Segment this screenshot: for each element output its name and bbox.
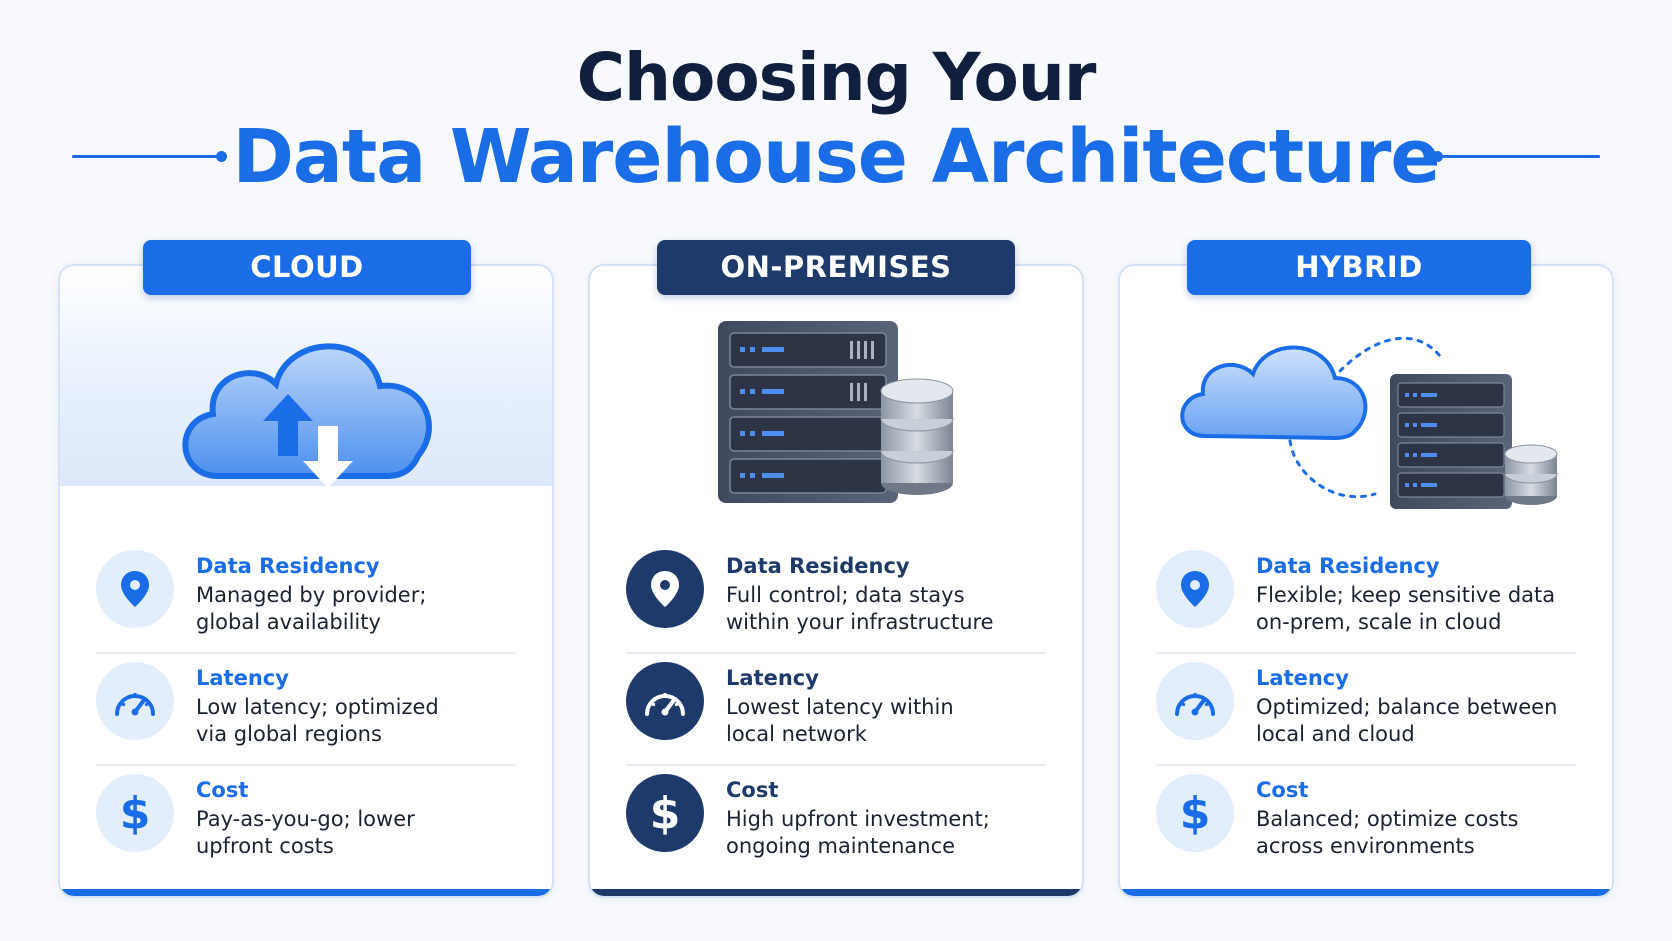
cloud-data-residency-label: Data Residency [196, 554, 380, 578]
title-line-2: Data Warehouse Architecture [232, 114, 1440, 200]
tab-on-premises: ON-PREMISES [657, 240, 1015, 295]
desc-line: global availability [196, 610, 381, 634]
divider [96, 652, 516, 654]
hybrid-latency-label: Latency [1256, 666, 1349, 690]
location-pin-icon [1156, 550, 1234, 628]
title-decoration-right [1440, 155, 1600, 158]
location-pin-icon [626, 550, 704, 628]
cloud-data-residency-desc: Managed by provider; global availability [196, 582, 516, 636]
title-line-1: Choosing Your [576, 39, 1097, 116]
desc-line: Balanced; optimize costs [1256, 807, 1519, 831]
desc-line: local network [726, 722, 867, 746]
desc-line: across environments [1256, 834, 1475, 858]
desc-line: via global regions [196, 722, 382, 746]
cloud-upload-download-icon [182, 343, 432, 488]
onprem-row-latency: Latency Lowest latency within local netw… [626, 662, 1046, 758]
cloud-latency-desc: Low latency; optimized via global region… [196, 694, 516, 748]
onprem-latency-desc: Lowest latency within local network [726, 694, 1046, 748]
desc-line: upfront costs [196, 834, 334, 858]
hybrid-row-latency: Latency Optimized; balance between local… [1156, 662, 1576, 758]
desc-line: Optimized; balance between [1256, 695, 1558, 719]
server-rack-database-icon [718, 321, 954, 503]
title-decoration-left-dot [216, 151, 227, 162]
onprem-data-residency-label: Data Residency [726, 554, 910, 578]
desc-line: High upfront investment; [726, 807, 990, 831]
speedometer-icon [626, 662, 704, 740]
dollar-icon: $ [96, 774, 174, 852]
speedometer-icon [96, 662, 174, 740]
cloud-latency-label: Latency [196, 666, 289, 690]
speedometer-icon [1156, 662, 1234, 740]
hybrid-data-residency-desc: Flexible; keep sensitive data on-prem, s… [1256, 582, 1576, 636]
cloud-row-cost: $ Cost Pay-as-you-go; lower upfront cost… [96, 774, 516, 870]
desc-line: Pay-as-you-go; lower [196, 807, 415, 831]
card-cloud: Data Residency Managed by provider; glob… [58, 264, 554, 898]
card-on-premises: Data Residency Full control; data stays … [588, 264, 1084, 898]
desc-line: Low latency; optimized [196, 695, 439, 719]
divider [1156, 652, 1576, 654]
cloud-row-data-residency: Data Residency Managed by provider; glob… [96, 550, 516, 646]
cloud-server-hybrid-icon [1180, 336, 1558, 509]
dollar-icon: $ [626, 774, 704, 852]
hybrid-row-data-residency: Data Residency Flexible; keep sensitive … [1156, 550, 1576, 646]
page-title: Choosing Your Data Warehouse Architectur… [0, 38, 1672, 200]
onprem-cost-desc: High upfront investment; ongoing mainten… [726, 806, 1046, 860]
desc-line: local and cloud [1256, 722, 1415, 746]
tab-cloud: CLOUD [143, 240, 471, 295]
onprem-row-cost: $ Cost High upfront investment; ongoing … [626, 774, 1046, 870]
hybrid-cost-label: Cost [1256, 778, 1309, 802]
cloud-cost-label: Cost [196, 778, 249, 802]
hybrid-cost-desc: Balanced; optimize costs across environm… [1256, 806, 1576, 860]
onprem-latency-label: Latency [726, 666, 819, 690]
onprem-row-data-residency: Data Residency Full control; data stays … [626, 550, 1046, 646]
dollar-icon: $ [1156, 774, 1234, 852]
hybrid-data-residency-label: Data Residency [1256, 554, 1440, 578]
onprem-data-residency-desc: Full control; data stays within your inf… [726, 582, 1046, 636]
card-bottom-accent [590, 889, 1082, 896]
title-decoration-left [72, 155, 222, 158]
card-bottom-accent [60, 889, 552, 896]
desc-line: ongoing maintenance [726, 834, 956, 858]
card-bottom-accent [1120, 889, 1612, 896]
divider [96, 764, 516, 766]
desc-line: Full control; data stays [726, 583, 965, 607]
cloud-cost-desc: Pay-as-you-go; lower upfront costs [196, 806, 516, 860]
desc-line: Managed by provider; [196, 583, 427, 607]
desc-line: Flexible; keep sensitive data [1256, 583, 1556, 607]
location-pin-icon [96, 550, 174, 628]
divider [626, 652, 1046, 654]
hybrid-latency-desc: Optimized; balance between local and clo… [1256, 694, 1576, 748]
card-hybrid: Data Residency Flexible; keep sensitive … [1118, 264, 1614, 898]
divider [626, 764, 1046, 766]
desc-line: on-prem, scale in cloud [1256, 610, 1502, 634]
cloud-row-latency: Latency Low latency; optimized via globa… [96, 662, 516, 758]
hybrid-row-cost: $ Cost Balanced; optimize costs across e… [1156, 774, 1576, 870]
desc-line: within your infrastructure [726, 610, 994, 634]
title-decoration-right-dot [1432, 151, 1443, 162]
desc-line: Lowest latency within [726, 695, 954, 719]
tab-hybrid: HYBRID [1187, 240, 1531, 295]
divider [1156, 764, 1576, 766]
onprem-cost-label: Cost [726, 778, 779, 802]
